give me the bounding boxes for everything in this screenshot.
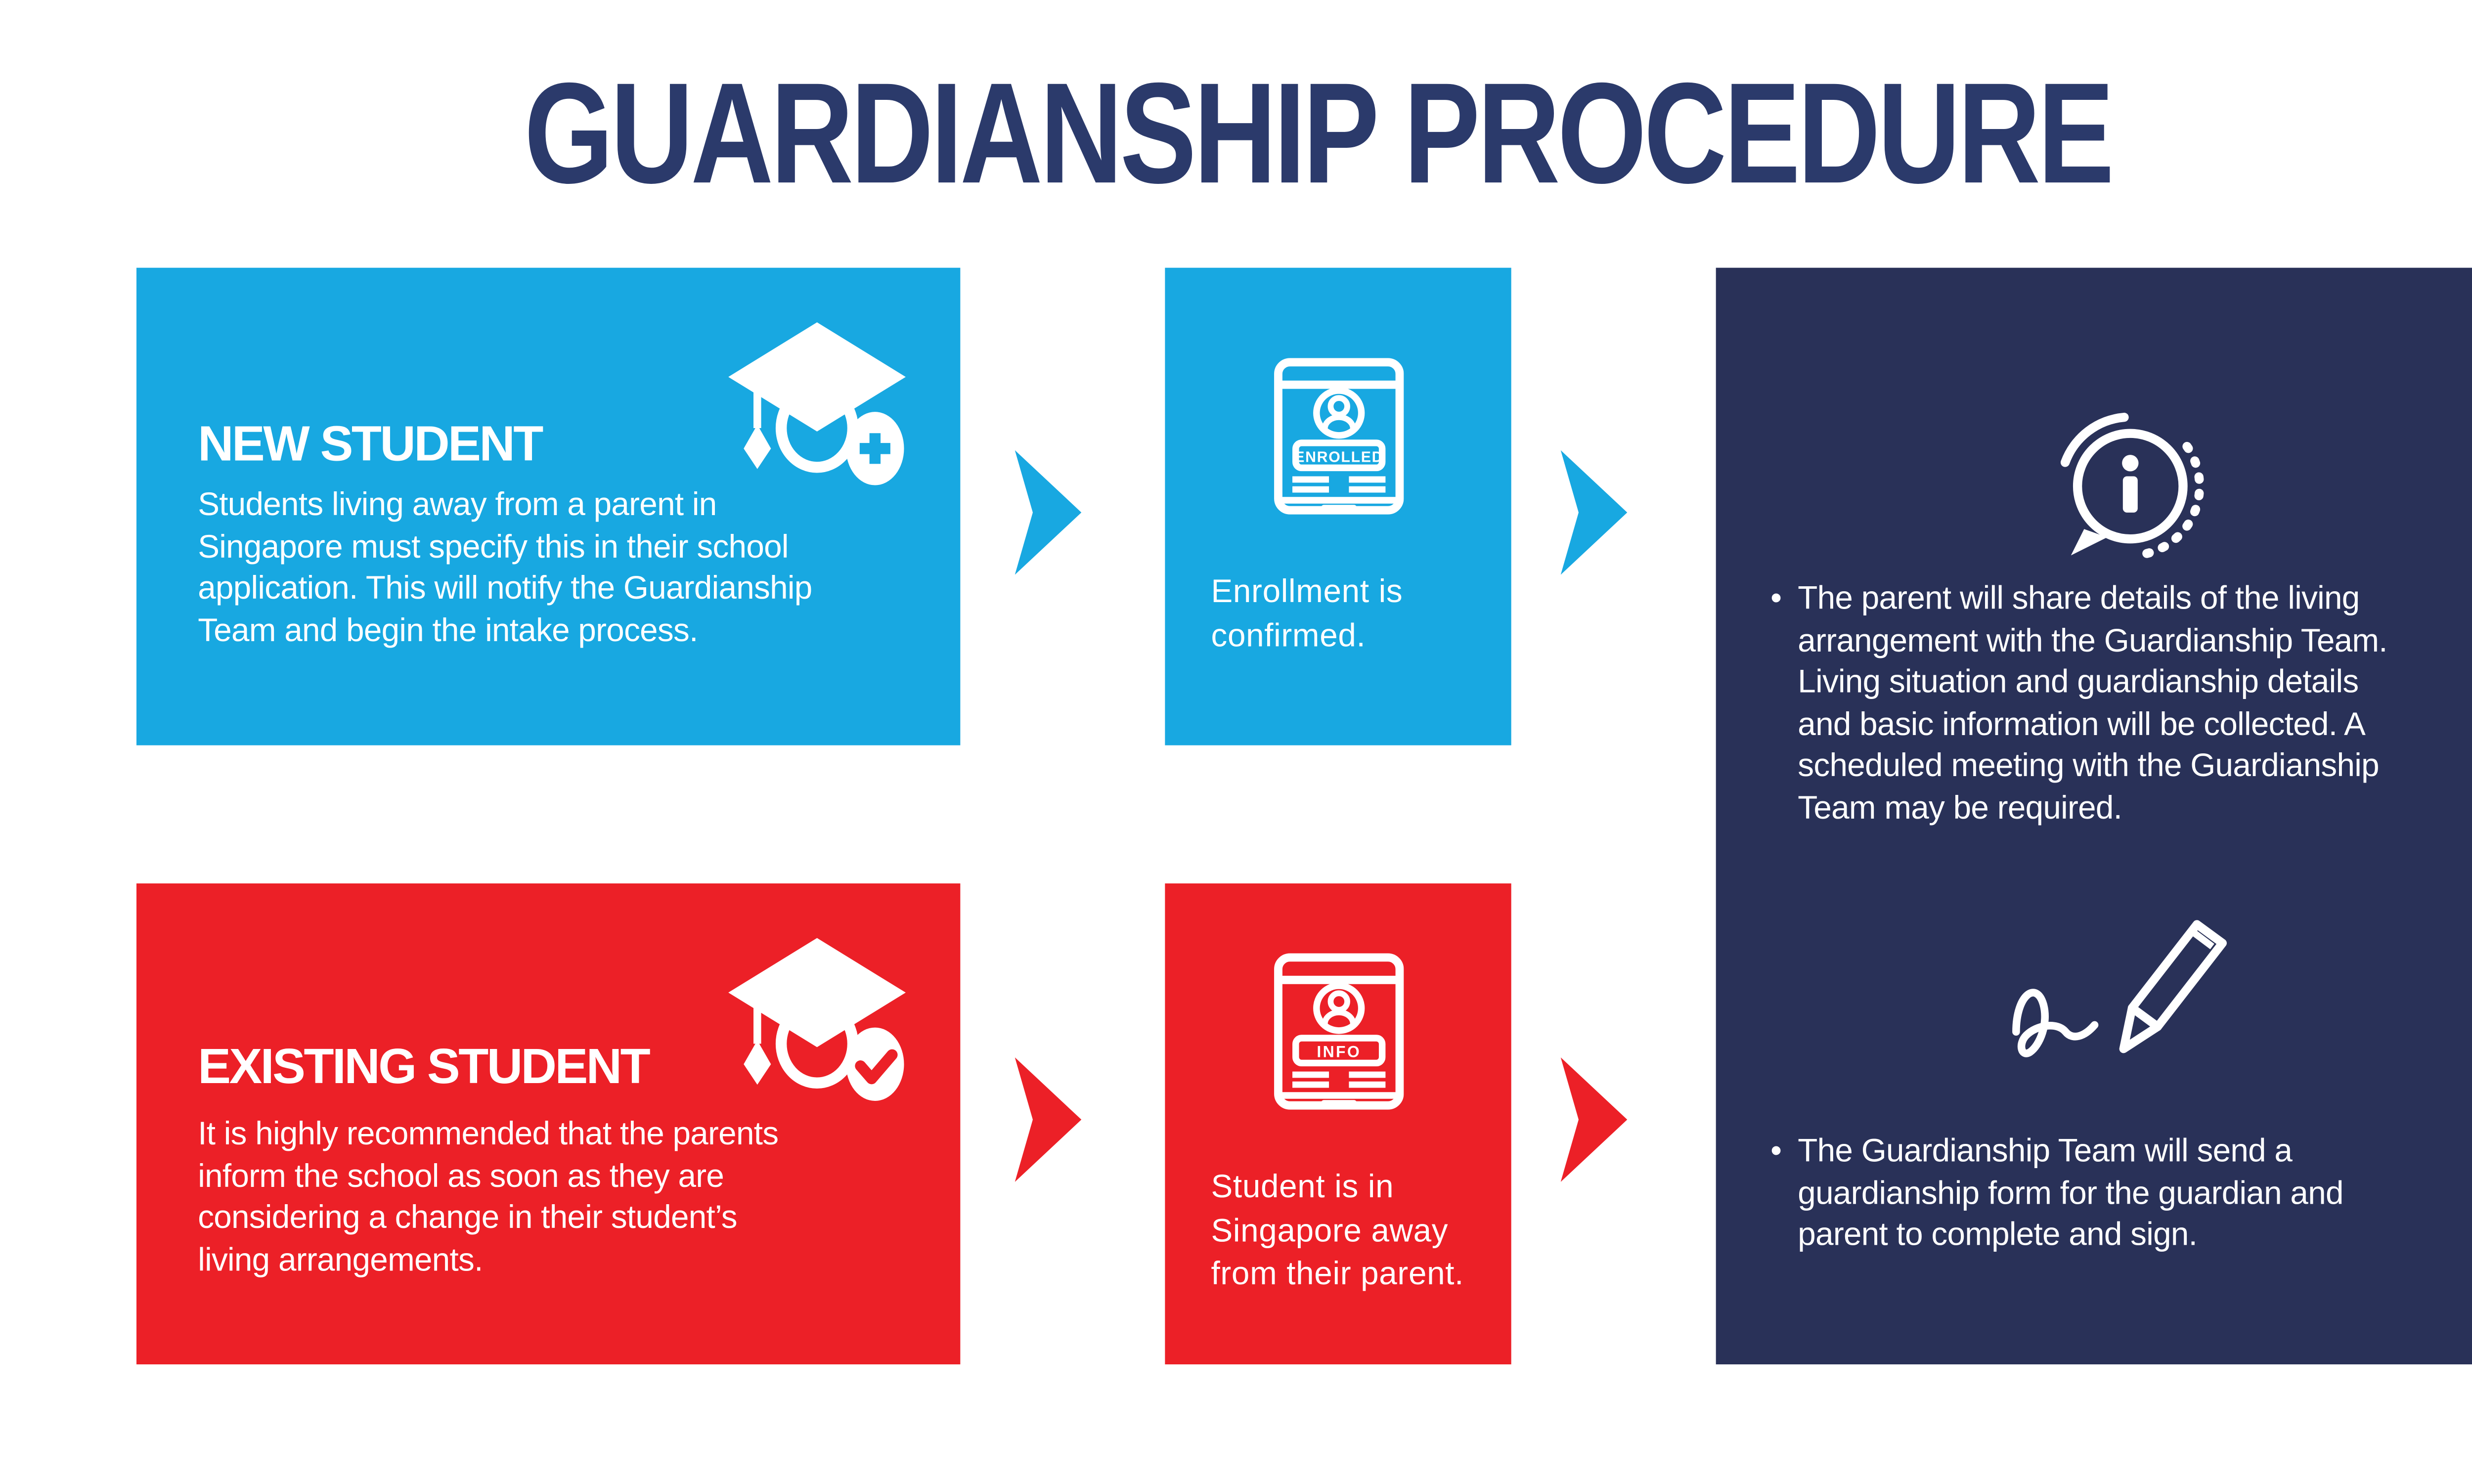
existing-student-heading: EXISTING STUDENT	[198, 1040, 650, 1095]
graduate-add-icon	[728, 319, 916, 510]
intake-details-text: The parent will share details of the liv…	[1798, 580, 2387, 830]
body-line: living arrangements.	[198, 1242, 483, 1278]
flow-arrow-right-icon	[1560, 450, 1628, 575]
body-line: It is highly recommended that the parent…	[198, 1117, 779, 1153]
body-line: Enrollment is	[1211, 574, 1403, 611]
body-line: scheduled meeting with the Guardianship	[1798, 748, 2379, 785]
body-line: inform the school as soon as they are	[198, 1159, 724, 1195]
student-away-card: INFO Student is in Singapore away from t…	[1165, 883, 1511, 1364]
new-student-body: Students living away from a parent in Si…	[198, 486, 812, 653]
enrollment-confirmed-text: Enrollment is confirmed.	[1211, 571, 1403, 658]
flow-arrow-right-icon	[1015, 450, 1082, 575]
guardianship-form-bullet: • The Guardianship Team will send a guar…	[1770, 1133, 2343, 1258]
body-line: The parent will share details of the liv…	[1798, 581, 2360, 617]
existing-student-card: EXISTING STUDENT It is highly recommende…	[136, 883, 961, 1364]
info-bubble-icon	[2027, 391, 2225, 592]
body-line: The Guardianship Team will send a	[1798, 1134, 2293, 1170]
flow-arrow-right-icon	[1015, 1057, 1082, 1182]
body-line: guardianship form for the guardian and	[1798, 1176, 2343, 1212]
body-line: arrangement with the Guardianship Team.	[1798, 623, 2387, 659]
body-line: Student is in	[1211, 1170, 1394, 1206]
guardianship-form-text: The Guardianship Team will send a guardi…	[1798, 1133, 2343, 1258]
page-title: GUARDIANSHIP PROCEDURE	[0, 51, 2472, 217]
body-line: Students living away from a parent in	[198, 487, 717, 524]
body-line: Team may be required.	[1798, 790, 2122, 827]
body-line: Singapore away	[1211, 1213, 1449, 1250]
new-student-card: NEW STUDENT Students living away from a …	[136, 267, 961, 745]
graduate-check-icon	[728, 935, 916, 1126]
existing-student-body: It is highly recommended that the parent…	[198, 1115, 779, 1282]
info-badge-label: INFO	[1316, 1043, 1361, 1061]
enrolled-badge-label: ENROLLED	[1294, 449, 1383, 466]
page-title-text: GUARDIANSHIP PROCEDURE	[525, 52, 2115, 214]
body-line: Team and begin the intake process.	[198, 613, 698, 649]
signature-icon	[1998, 895, 2254, 1091]
body-line: confirmed.	[1211, 618, 1366, 655]
guardianship-team-panel: • The parent will share details of the l…	[1716, 267, 2472, 1365]
student-away-text: Student is in Singapore away from their …	[1211, 1167, 1464, 1297]
tablet-info-icon: INFO	[1272, 952, 1405, 1115]
body-line: from their parent.	[1211, 1257, 1464, 1293]
tablet-enrolled-icon: ENROLLED	[1272, 356, 1405, 520]
body-line: parent to complete and sign.	[1798, 1218, 2198, 1254]
intake-details-bullet: • The parent will share details of the l…	[1770, 580, 2387, 830]
body-line: and basic information will be collected.…	[1798, 707, 2366, 743]
body-line: application. This will notify the Guardi…	[198, 571, 812, 608]
body-line: Singapore must specify this in their sch…	[198, 529, 789, 566]
new-student-heading: NEW STUDENT	[198, 418, 543, 473]
enrollment-confirmed-card: ENROLLED Enrollment is confirmed.	[1165, 267, 1511, 745]
flow-arrow-right-icon	[1560, 1057, 1628, 1182]
bullet-dot: •	[1770, 581, 1782, 617]
body-line: Living situation and guardianship detail…	[1798, 665, 2359, 701]
bullet-dot: •	[1770, 1134, 1782, 1170]
body-line: considering a change in their student’s	[198, 1200, 737, 1237]
